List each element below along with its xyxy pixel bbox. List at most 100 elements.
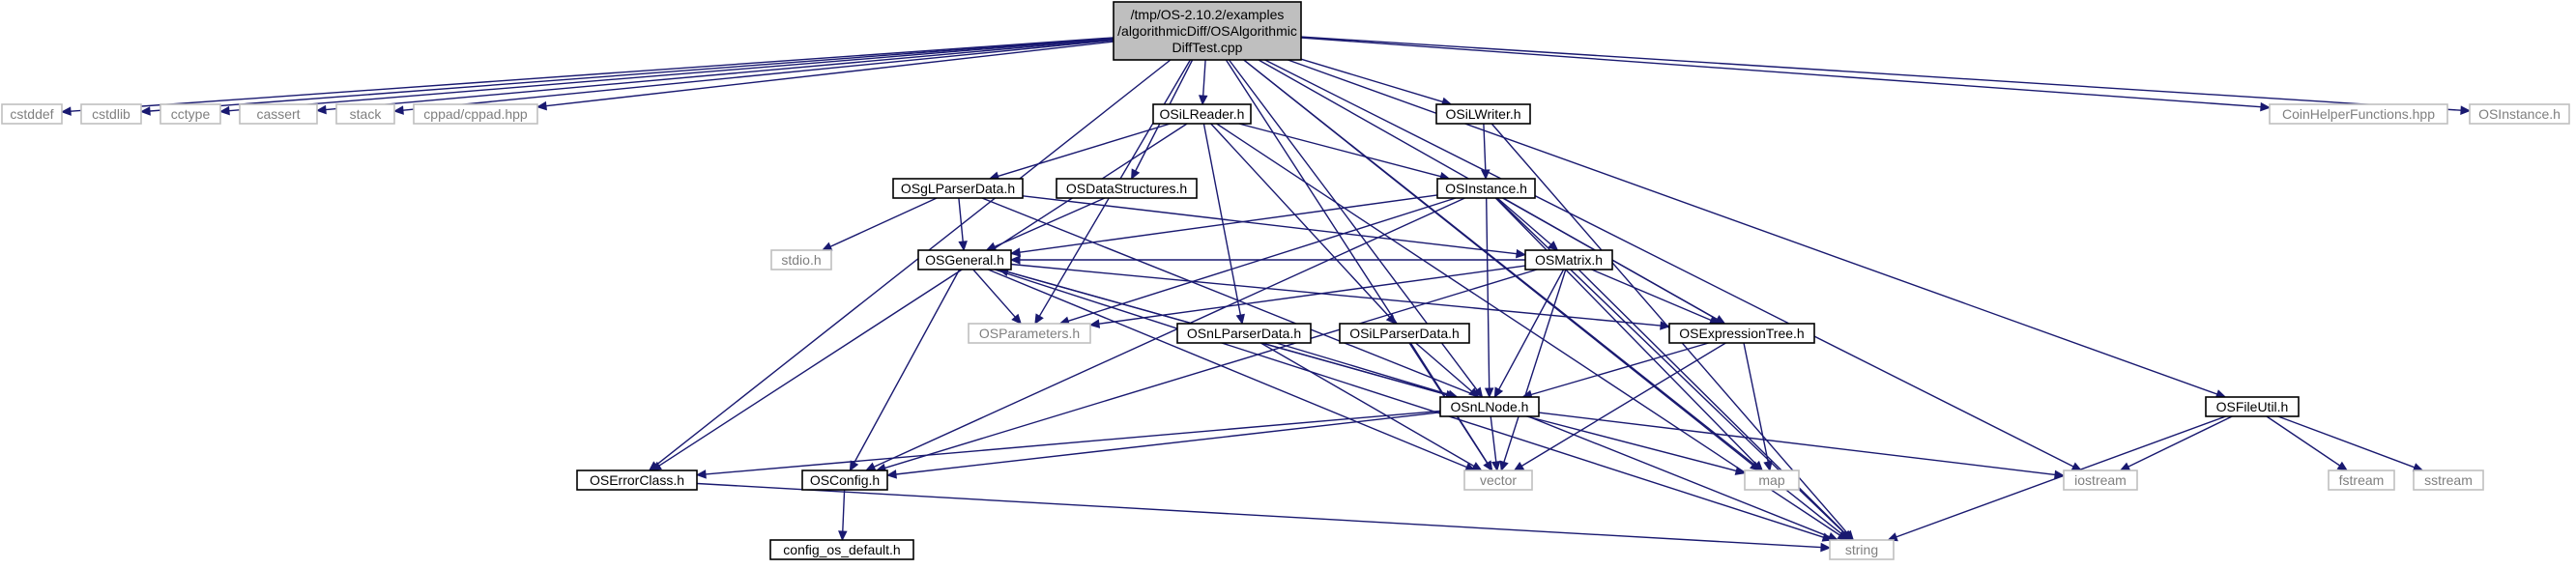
node-cstdlib: cstdlib: [80, 103, 142, 125]
node-box: [1, 103, 63, 125]
edge-OSMatrix-to-OSParameters: [1088, 265, 1526, 328]
node-OSExpressionTree[interactable]: OSExpressionTree.h: [1668, 323, 1815, 344]
node-OSiLWriter[interactable]: OSiLWriter.h: [1435, 103, 1531, 125]
node-OSDataStructures[interactable]: OSDataStructures.h: [1056, 178, 1198, 199]
node-config_os_default[interactable]: config_os_default.h: [769, 539, 914, 560]
edge-OSnLNode-to-OSErrorClass: [695, 410, 1441, 479]
edge-arrowhead: [1841, 529, 1853, 541]
node-OSFileUtil[interactable]: OSFileUtil.h: [2205, 396, 2300, 417]
node-iostream: iostream: [2063, 469, 2138, 491]
edge-line: [1577, 269, 1846, 535]
node-label: OSGeneral.h: [925, 252, 1004, 268]
node-label: CoinHelperFunctions.hpp: [2282, 106, 2435, 122]
edge-line: [1238, 123, 1441, 178]
node-OSParameters: OSParameters.h: [968, 323, 1091, 344]
node-label: /tmp/OS-2.10.2/examples: [1131, 7, 1285, 22]
edge-OSMatrix-to-string: [1577, 269, 1853, 541]
edge-line: [2277, 415, 2416, 469]
edge-OSFileUtil-to-sstream: [2277, 415, 2424, 472]
edge-OSiLReader-to-OSInstance: [1238, 123, 1451, 182]
node-OSConfig[interactable]: OSConfig.h: [801, 469, 888, 491]
edge-arrowhead: [1821, 532, 1834, 542]
node-box: [1056, 178, 1198, 199]
node-OSGeneral[interactable]: OSGeneral.h: [917, 249, 1012, 270]
edge-arrowhead: [1513, 461, 1525, 471]
edge-line: [1216, 123, 1840, 536]
node-label: map: [1758, 472, 1784, 488]
edge-line: [1243, 59, 1843, 535]
edge-line: [895, 412, 1441, 475]
node-OSgLParserData[interactable]: OSgLParserData.h: [892, 178, 1024, 199]
edge-arrowhead: [838, 530, 848, 542]
node-box: [1435, 103, 1531, 125]
edge-OSExpressionTree-to-map: [1743, 342, 1773, 472]
edge-OSiLParserData-to-OSnLNode: [1415, 342, 1480, 398]
edge-OSnLNode-to-OSConfig: [885, 412, 1441, 479]
node-box: [1744, 469, 1800, 491]
node-OSiLReader[interactable]: OSiLReader.h: [1152, 103, 1252, 125]
edge-arrowhead: [1481, 169, 1491, 181]
node-string: string: [1829, 539, 1895, 560]
edge-line: [1494, 197, 1757, 466]
node-label: OSnLNode.h: [1451, 399, 1529, 414]
node-label: string: [1845, 542, 1878, 557]
edge-OSConfig-to-config_os_default: [838, 489, 848, 542]
node-box: [1439, 396, 1540, 417]
edge-root-to-stack: [392, 39, 1114, 115]
edge-line: [873, 197, 1465, 468]
node-box: [2063, 469, 2138, 491]
node-box: [239, 103, 318, 125]
edge-arrowhead: [1483, 460, 1493, 472]
node-OSiLParserData[interactable]: OSiLParserData.h: [1339, 323, 1470, 344]
edge-arrowhead: [1198, 95, 1208, 106]
node-label: iostream: [2074, 472, 2127, 488]
node-box: [1436, 178, 1536, 199]
edge-arrowhead: [1468, 387, 1480, 398]
node-box: [1668, 323, 1815, 344]
node-OSnLNode[interactable]: OSnLNode.h: [1439, 396, 1540, 417]
edge-OSiLWriter-to-OSInstance: [1481, 123, 1491, 181]
edge-root-to-cppad: [535, 41, 1114, 111]
node-box: [335, 103, 395, 125]
edge-arrowhead: [985, 242, 998, 251]
edge-arrowhead: [1491, 461, 1501, 472]
edge-OSMatrix-to-vector: [1499, 269, 1567, 472]
edge-arrowhead: [1493, 386, 1504, 399]
edge-arrowhead: [1472, 386, 1484, 398]
node-root[interactable]: /tmp/OS-2.10.2/examples/algorithmicDiff/…: [1113, 1, 1302, 61]
edge-arrowhead: [1660, 321, 1671, 330]
node-label: cassert: [256, 106, 300, 122]
edge-arrowhead: [1235, 313, 1245, 326]
node-OSnLParserData[interactable]: OSnLParserData.h: [1176, 323, 1312, 344]
node-box: [576, 469, 698, 491]
edge-OSInstance-to-OSnLNode: [1484, 197, 1494, 399]
edge-line: [70, 37, 1114, 112]
edge-line: [1526, 415, 1737, 472]
node-cstddef: cstddef: [1, 103, 63, 125]
edge-arrowhead: [1471, 462, 1483, 471]
node-box: [917, 249, 1012, 270]
edge-line: [994, 197, 1106, 248]
edge-arrowhead: [2336, 461, 2349, 471]
node-OSMatrix[interactable]: OSMatrix.h: [1524, 249, 1613, 270]
node-box: [1176, 323, 1312, 344]
edge-line: [1010, 263, 1662, 327]
node-vector: vector: [1463, 469, 1533, 491]
edge-line: [2266, 415, 2341, 467]
edge-OSnLNode-to-vector: [1490, 415, 1501, 472]
edge-root-to-CoinHelper: [1300, 37, 2272, 112]
node-OSErrorClass[interactable]: OSErrorClass.h: [576, 469, 698, 491]
edge-arrowhead: [1734, 466, 1747, 475]
edge-line: [1264, 59, 2074, 468]
edges-layer: [60, 36, 2472, 553]
edge-OSMatrix-to-OSConfig: [875, 269, 1538, 472]
edge-line: [1496, 197, 1552, 245]
edge-OSExpressionTree-to-vector: [1513, 342, 1726, 471]
edge-line: [958, 197, 964, 242]
edge-line: [1019, 194, 1438, 253]
edge-line: [1483, 123, 1487, 171]
edge-arrowhead: [315, 104, 327, 115]
node-OSInstance[interactable]: OSInstance.h: [1436, 178, 1536, 199]
edge-OSInstance-to-map: [1494, 197, 1764, 471]
